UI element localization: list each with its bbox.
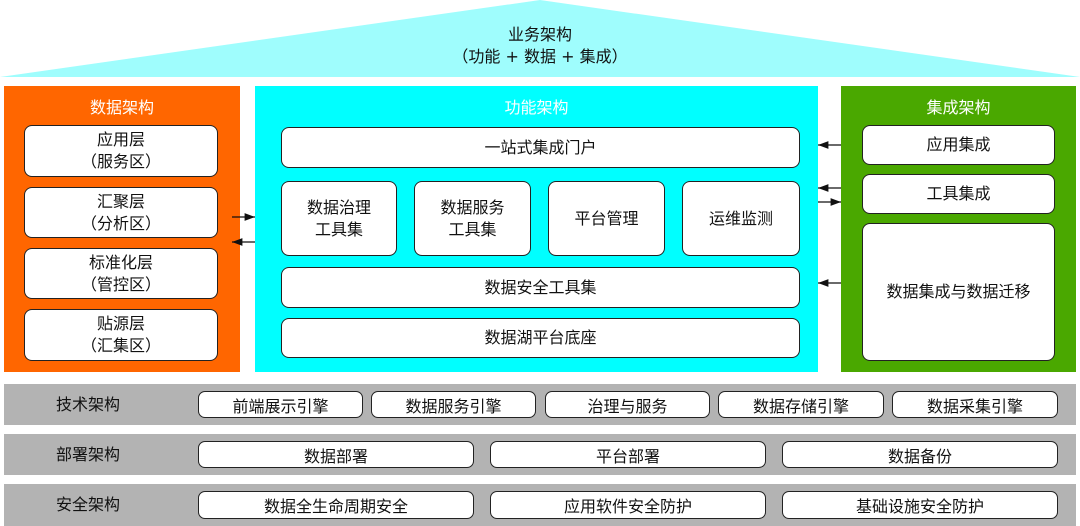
- portal-box[interactable]: 一站式集成门户: [281, 127, 800, 168]
- data-integration-migration-box[interactable]: 数据集成与数据迁移: [862, 223, 1055, 361]
- security-item[interactable]: 应用软件安全防护: [490, 491, 766, 519]
- function-architecture-title: 功能架构: [504, 98, 569, 117]
- tech-item[interactable]: 治理与服务: [545, 391, 710, 418]
- tech-item[interactable]: 数据服务引擎: [371, 391, 536, 418]
- data-lake-base-box[interactable]: 数据湖平台底座: [281, 318, 800, 358]
- app-integration-box[interactable]: 应用集成: [862, 125, 1055, 165]
- security-item[interactable]: 数据全生命周期安全: [198, 491, 474, 519]
- data-layer-application[interactable]: 应用层 （服务区）: [24, 125, 218, 177]
- tool-integration-box[interactable]: 工具集成: [862, 174, 1055, 214]
- data-layer-standardization[interactable]: 标准化层 （管控区）: [24, 248, 218, 299]
- data-architecture-title: 数据架构: [89, 98, 154, 117]
- data-layer-source[interactable]: 贴源层 （汇集区）: [24, 309, 218, 361]
- business-architecture-roof: [0, 0, 1080, 77]
- tech-architecture-label: 技术架构: [56, 395, 121, 414]
- deploy-architecture-label: 部署架构: [56, 445, 121, 464]
- deploy-item[interactable]: 数据部署: [198, 441, 474, 468]
- security-item[interactable]: 基础设施安全防护: [782, 491, 1058, 519]
- tech-item[interactable]: 数据存储引擎: [718, 391, 884, 418]
- tech-item[interactable]: 数据采集引擎: [892, 391, 1058, 418]
- service-tools-box[interactable]: 数据服务 工具集: [414, 181, 531, 256]
- roof-subtitle: （功能 + 数据 + 集成）: [452, 47, 628, 66]
- integration-architecture-title: 集成架构: [926, 98, 991, 117]
- deploy-item[interactable]: 数据备份: [782, 441, 1058, 468]
- data-layer-aggregation[interactable]: 汇聚层 （分析区）: [24, 187, 218, 238]
- business-architecture-title: 业务架构 （功能 + 数据 + 集成）: [0, 24, 1080, 68]
- connector-arrows: [232, 141, 841, 287]
- platform-management-box[interactable]: 平台管理: [548, 181, 665, 256]
- tech-item[interactable]: 前端展示引擎: [198, 391, 363, 418]
- deploy-item[interactable]: 平台部署: [490, 441, 766, 468]
- ops-monitoring-box[interactable]: 运维监测: [682, 181, 800, 256]
- roof-title: 业务架构: [507, 25, 572, 44]
- security-tools-box[interactable]: 数据安全工具集: [281, 267, 800, 308]
- governance-tools-box[interactable]: 数据治理 工具集: [281, 181, 397, 256]
- security-architecture-label: 安全架构: [56, 495, 121, 514]
